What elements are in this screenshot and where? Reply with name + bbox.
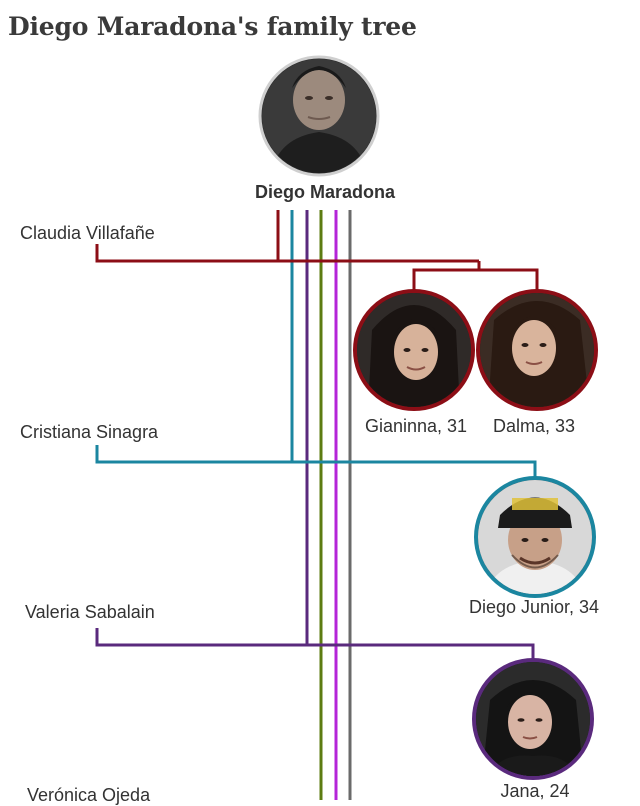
child-dalma-label: Dalma, 33 — [492, 416, 576, 436]
portrait-diego-maradona — [258, 55, 380, 177]
portrait-diego-junior — [474, 476, 596, 598]
partner-cristiana-label: Cristiana Sinagra — [20, 422, 159, 442]
root-name: Diego Maradona — [254, 182, 396, 202]
child-diego-junior-label: Diego Junior, 34 — [468, 597, 600, 617]
partner-veronica-label: Verónica Ojeda — [27, 785, 151, 805]
child-gianinna-label: Gianinna, 31 — [364, 416, 468, 436]
line-claudia-children — [412, 261, 539, 292]
partner-valeria-label: Valeria Sabalain — [25, 602, 155, 622]
portrait-gianinna — [353, 289, 475, 411]
child-jana-label: Jana, 24 — [500, 781, 570, 801]
page-title: Diego Maradona's family tree — [8, 12, 417, 41]
line-cristiana-partner — [95, 445, 537, 479]
portrait-jana — [472, 658, 594, 780]
line-valeria-partner — [95, 628, 535, 660]
line-claudia-partner — [95, 244, 479, 263]
portrait-dalma — [476, 289, 598, 411]
partner-claudia-label: Claudia Villafañe — [20, 223, 155, 243]
